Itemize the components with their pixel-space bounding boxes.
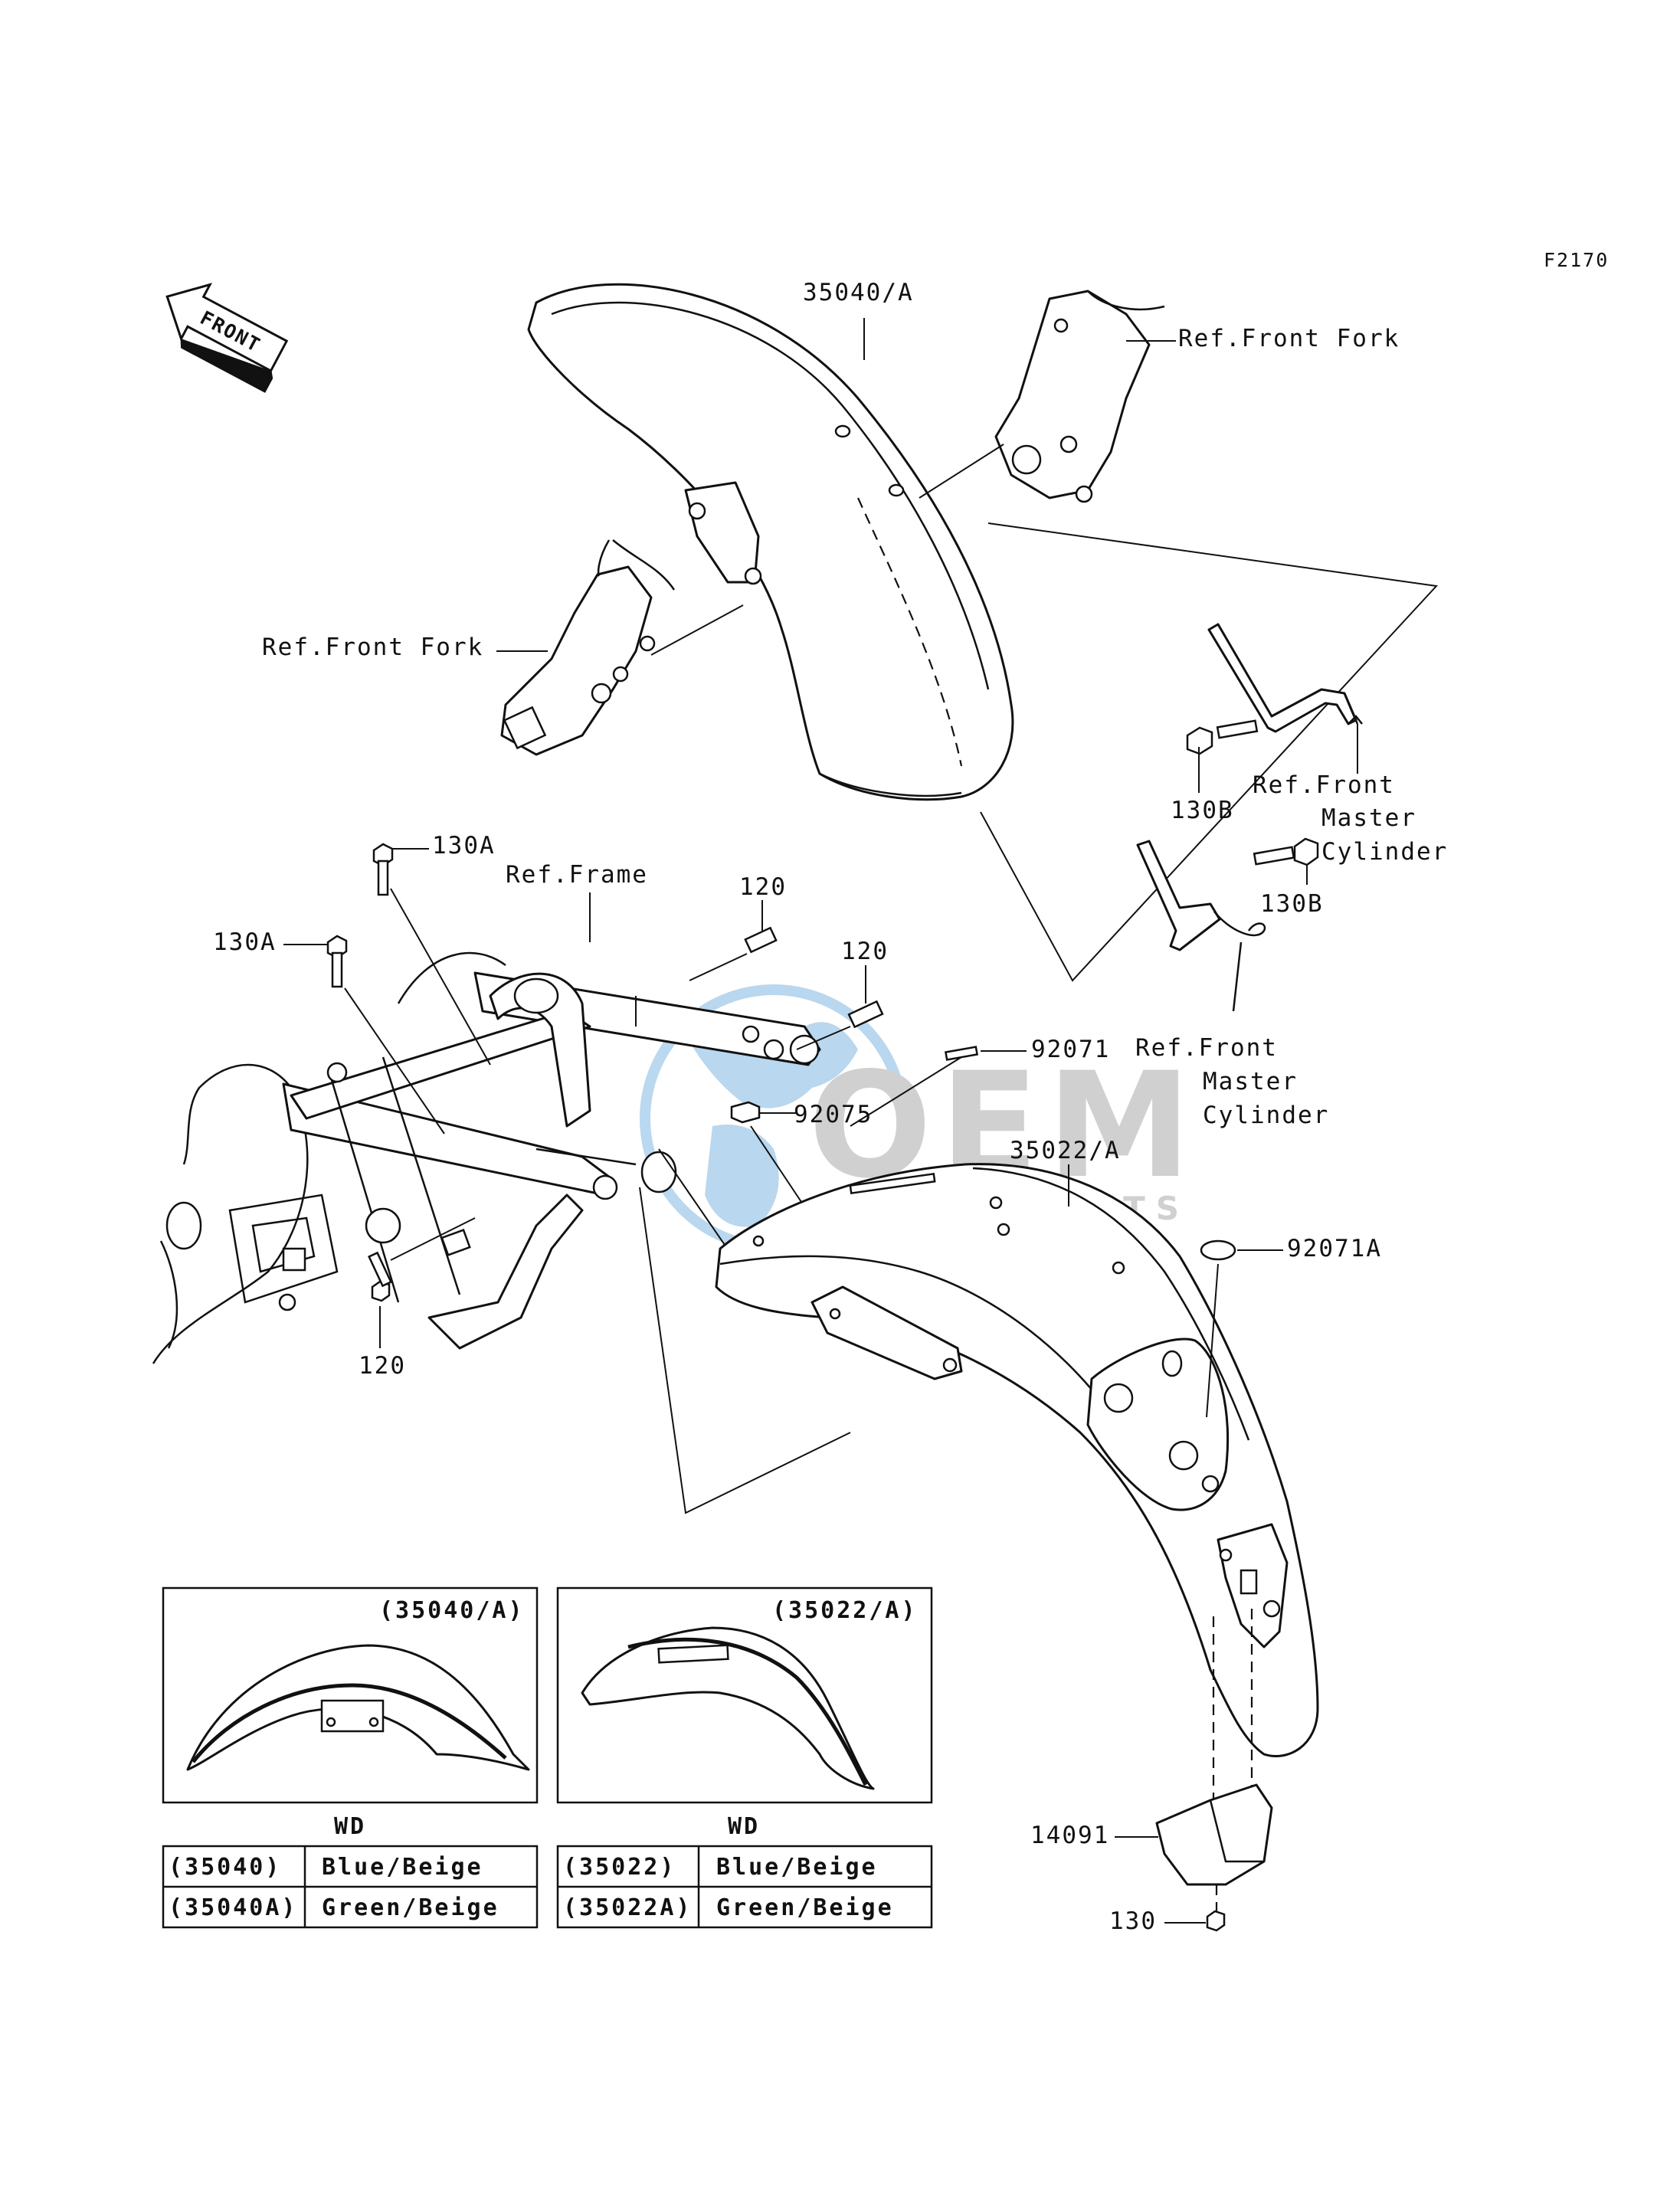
inset-rear-title: (35022/A) [772, 1597, 918, 1624]
inset-front-title: (35040/A) [379, 1597, 525, 1624]
inset-front-row-2-color: Green/Beige [322, 1894, 499, 1921]
watermark-globe-continents [689, 1021, 858, 1227]
callout-ref-master-cyl-lower-2: Master [1203, 1068, 1298, 1095]
bolt-130a-top [372, 843, 491, 1066]
inset-front-row-1-color: Blue/Beige [322, 1854, 483, 1881]
rear-fender-35022 [715, 1163, 1319, 1757]
inset-front-wd-label: WD [334, 1813, 366, 1840]
inset-front-row-2-code: (35040A) [169, 1894, 298, 1921]
callout-35022: 35022/A [1010, 1137, 1121, 1164]
inset-front-stripe [192, 1683, 507, 1763]
inset-rear-stripe [627, 1637, 868, 1786]
part-92075 [730, 1101, 813, 1219]
callout-ref-master-cyl-lower-3: Cylinder [1203, 1102, 1329, 1129]
bolt-120-c [368, 1217, 476, 1348]
callout-35040: 35040/A [803, 279, 914, 306]
inset-rear-row-1-code: (35022) [563, 1854, 676, 1881]
inset-front-row-1-code: (35040) [169, 1854, 281, 1881]
bolt-130a-left [283, 935, 445, 1135]
callout-92071: 92071 [1031, 1036, 1110, 1063]
front-fender-35040 [527, 283, 1014, 801]
inset-rear-color-table: (35022) Blue/Beige (35022A) Green/Beige [556, 1845, 933, 1929]
inset-rear-row-2-code: (35022A) [563, 1894, 693, 1921]
callout-130b-lower: 130B [1260, 890, 1324, 918]
front-fork-left [500, 539, 744, 756]
bolt-120-a [689, 900, 778, 981]
callout-ref-master-cyl-upper-1: Ref.Front [1253, 771, 1395, 799]
frame-assembly [152, 951, 821, 1364]
callout-130a-left: 130A [213, 928, 277, 956]
inset-rear-row-2-color: Green/Beige [716, 1894, 894, 1921]
callout-120-a: 120 [739, 873, 787, 901]
callout-ref-master-cyl-upper-3: Cylinder [1321, 838, 1448, 866]
bolt-120-b [796, 965, 884, 1050]
callout-ref-frame: Ref.Frame [506, 861, 648, 889]
inset-rear-fender-drawing [581, 1626, 875, 1790]
callout-ref-front-fork-left: Ref.Front Fork [262, 634, 483, 661]
inset-rear-wd-label: WD [728, 1813, 760, 1840]
figure-code: F2170 [1544, 249, 1609, 271]
callout-14091: 14091 [1030, 1822, 1109, 1849]
callout-92071A: 92071A [1287, 1235, 1382, 1262]
master-cylinder-bracket-upper [1186, 623, 1363, 793]
callout-ref-front-fork-upper: Ref.Front Fork [1178, 325, 1400, 352]
front-fork-right [919, 290, 1165, 503]
master-cylinder-bracket-lower [1136, 837, 1319, 1012]
callout-130a-top: 130A [432, 832, 496, 859]
callout-130b-upper: 130B [1171, 797, 1234, 824]
callout-ref-master-cyl-lower-1: Ref.Front [1135, 1034, 1278, 1062]
part-92071 [850, 1046, 1027, 1127]
front-direction-arrow: FRONT [165, 283, 289, 393]
inset-front-fender: (35040/A) WD [162, 1586, 539, 1840]
callout-92075: 92075 [794, 1101, 873, 1128]
callout-120-b: 120 [841, 938, 889, 965]
callout-ref-master-cyl-upper-2: Master [1321, 804, 1416, 832]
callout-120-c: 120 [359, 1352, 406, 1380]
inset-rear-row-1-color: Blue/Beige [716, 1854, 878, 1881]
part-92071A [1200, 1239, 1283, 1418]
inset-front-color-table: (35040) Blue/Beige (35040A) Green/Beige [162, 1845, 539, 1929]
part-14091 [1115, 1783, 1273, 1886]
front-arrow-icon [165, 283, 289, 373]
bolt-130 [1164, 1884, 1226, 1932]
callout-130: 130 [1109, 1907, 1157, 1935]
inset-rear-fender: (35022/A) WD [556, 1586, 933, 1840]
